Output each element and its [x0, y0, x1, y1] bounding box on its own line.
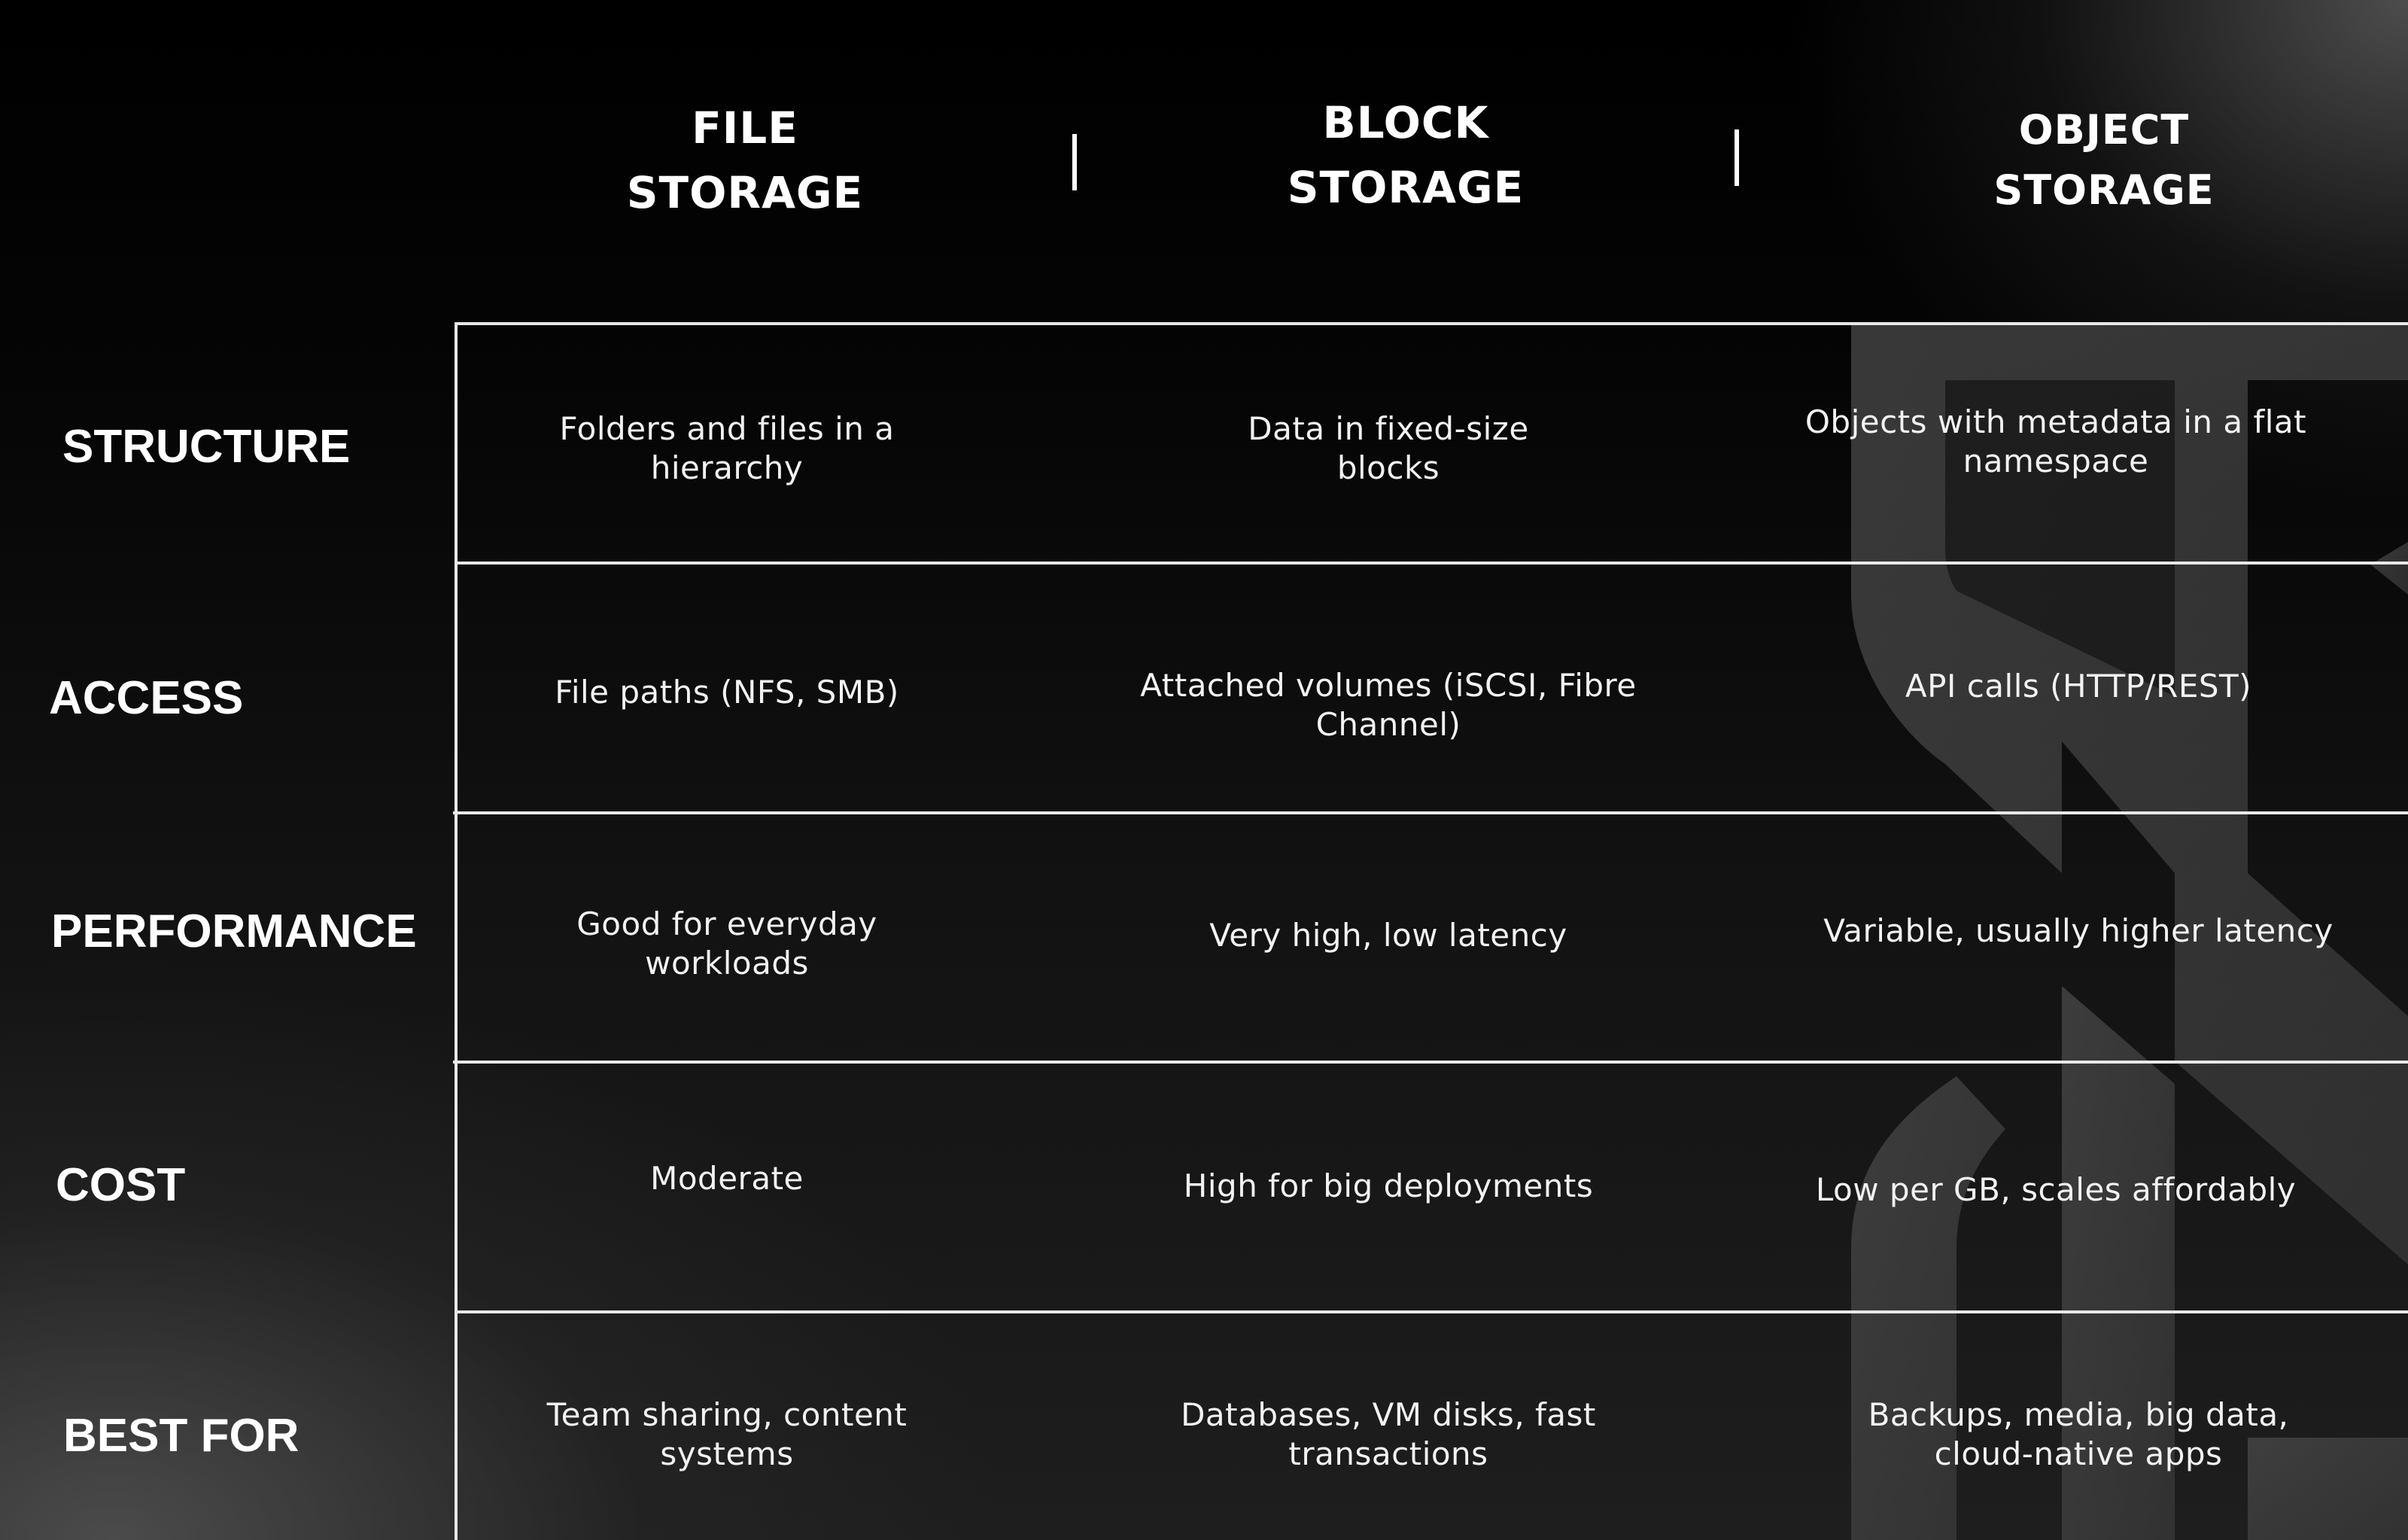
- cell-text-line1: Good for everyday: [576, 905, 877, 942]
- table-cell-best-for-object: Backups, media, big data, cloud-native a…: [1792, 1395, 2364, 1474]
- column-separator: [1735, 129, 1739, 186]
- table-cell-structure-file: Folders and files in a hierarchy: [441, 409, 1013, 488]
- cell-text-line1: File paths (NFS, SMB): [555, 674, 899, 711]
- cell-text-line2: hierarchy: [650, 449, 804, 486]
- cell-text-line2: namespace: [1963, 443, 2149, 479]
- cell-text-line2: blocks: [1336, 449, 1440, 486]
- column-header-line2: STORAGE: [626, 167, 864, 218]
- cell-text-line2: workloads: [645, 945, 809, 982]
- column-header-block-storage: BLOCK STORAGE: [1180, 90, 1631, 220]
- cell-text-line1: Variable, usually higher latency: [1823, 912, 2334, 949]
- row-label-structure: STRUCTURE: [62, 421, 351, 473]
- table-cell-access-block: Attached volumes (iSCSI, Fibre Channel): [1080, 666, 1697, 744]
- cell-text-line1: API calls (HTTP/REST): [1905, 668, 2252, 705]
- cell-text-line1: Team sharing, content: [546, 1396, 908, 1433]
- cell-text-line1: Attached volumes (iSCSI, Fibre: [1140, 667, 1637, 704]
- cell-text-line2: systems: [660, 1435, 794, 1472]
- column-header-file-storage: FILE STORAGE: [519, 96, 971, 225]
- cell-text-line1: Moderate: [650, 1160, 804, 1197]
- table-cell-best-for-block: Databases, VM disks, fast transactions: [1102, 1395, 1674, 1474]
- cell-text-line1: Data in fixed-size: [1248, 410, 1529, 447]
- row-divider: [453, 811, 2408, 814]
- table-cell-performance-object: Variable, usually higher latency: [1770, 912, 2387, 951]
- column-header-line1: OBJECT: [2018, 106, 2190, 154]
- cell-text-line2: cloud-native apps: [1934, 1435, 2223, 1472]
- row-divider: [453, 1061, 2408, 1064]
- cell-text-line1: Low per GB, scales affordably: [1815, 1171, 2297, 1208]
- column-header-object-storage: OBJECT STORAGE: [1878, 100, 2330, 221]
- table-left-border: [455, 322, 458, 1540]
- row-divider: [456, 1310, 2408, 1313]
- row-label-access: ACCESS: [49, 672, 244, 724]
- cell-text-line1: Folders and files in a: [559, 410, 895, 447]
- column-header-line2: STORAGE: [1287, 162, 1525, 213]
- column-separator: [1072, 134, 1077, 190]
- cell-text-line1: Databases, VM disks, fast: [1181, 1396, 1596, 1433]
- cell-text-line2: Channel): [1315, 706, 1461, 743]
- row-divider: [456, 562, 2408, 565]
- table-cell-access-file: File paths (NFS, SMB): [441, 673, 1013, 712]
- table-cell-structure-object: Objects with metadata in a flat namespac…: [1747, 403, 2364, 481]
- table-cell-cost-file: Moderate: [441, 1159, 1013, 1198]
- table-cell-cost-object: Low per GB, scales affordably: [1770, 1170, 2342, 1210]
- table-top-border: [456, 322, 2408, 325]
- row-label-performance: PERFORMANCE: [51, 905, 417, 957]
- column-header-line2: STORAGE: [1993, 166, 2215, 214]
- cell-text-line1: High for big deployments: [1183, 1167, 1594, 1204]
- table-cell-cost-block: High for big deployments: [1102, 1167, 1674, 1206]
- cell-text-line1: Very high, low latency: [1209, 917, 1567, 954]
- column-header-line1: BLOCK: [1322, 97, 1489, 148]
- table-cell-performance-block: Very high, low latency: [1102, 916, 1674, 955]
- cell-text-line2: transactions: [1288, 1435, 1488, 1472]
- table-cell-access-object: API calls (HTTP/REST): [1792, 667, 2364, 706]
- row-label-best-for: BEST FOR: [63, 1410, 299, 1462]
- column-header-line1: FILE: [692, 102, 798, 154]
- cell-text-line1: Backups, media, big data,: [1868, 1396, 2289, 1433]
- cell-text-line1: Objects with metadata in a flat: [1804, 403, 2307, 440]
- table-cell-performance-file: Good for everyday workloads: [441, 905, 1013, 983]
- table-cell-structure-block: Data in fixed-size blocks: [1102, 409, 1674, 488]
- row-label-cost: COST: [56, 1159, 186, 1211]
- table-cell-best-for-file: Team sharing, content systems: [441, 1395, 1013, 1474]
